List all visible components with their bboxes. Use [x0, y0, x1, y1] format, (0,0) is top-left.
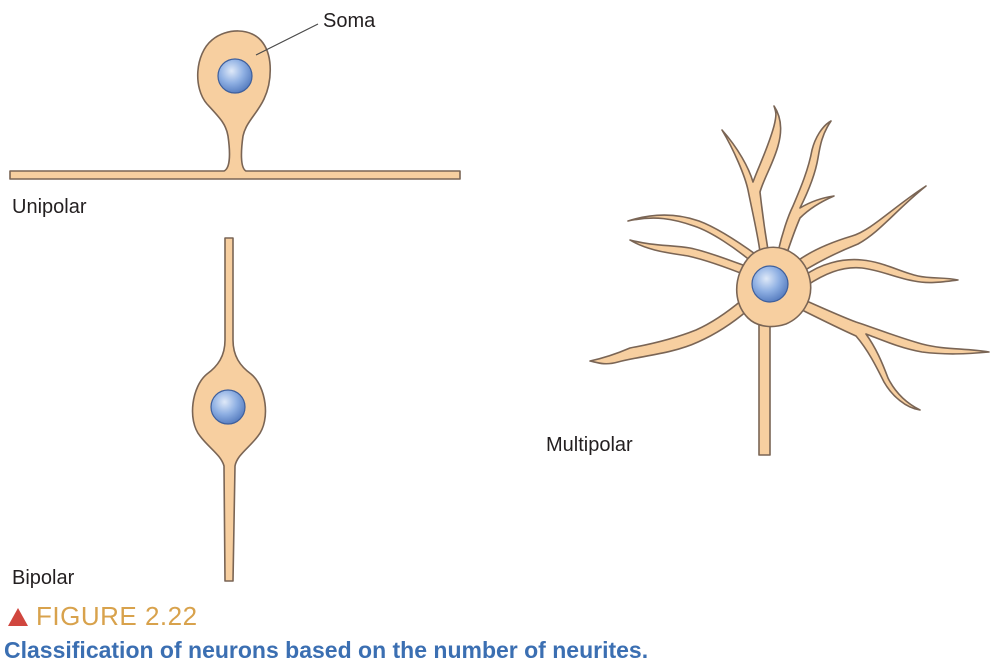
multipolar-neuron: [589, 105, 990, 456]
dendrite-upper-left: [627, 214, 759, 263]
unipolar-label: Unipolar: [12, 196, 87, 218]
dendrite-right-lower: [797, 297, 990, 411]
figure-number-text: FIGURE 2.22: [36, 600, 198, 631]
dendrite-right-upper: [795, 185, 927, 273]
dendrite-right: [803, 258, 959, 287]
unipolar-nucleus: [217, 58, 253, 94]
figure-number: FIGURE 2.22: [8, 601, 198, 631]
multipolar-label: Multipolar: [546, 434, 633, 456]
bipolar-nucleus: [210, 389, 246, 425]
unipolar-neuron: [9, 23, 461, 180]
dendrite-lower-left: [589, 299, 749, 365]
soma-pointer-line: [255, 23, 319, 56]
bipolar-label: Bipolar: [12, 567, 75, 589]
dendrite-top-right: [777, 120, 835, 257]
dendrite-top-left: [721, 105, 782, 253]
multipolar-nucleus: [751, 265, 789, 303]
soma-label: Soma: [323, 10, 376, 32]
multipolar-axon: [758, 319, 771, 456]
unipolar-soma: [9, 30, 461, 180]
dendrite-left: [629, 239, 753, 277]
triangle-marker-icon: [8, 608, 28, 626]
bipolar-neuron: [191, 237, 267, 582]
figure-caption: Classification of neurons based on the n…: [4, 637, 649, 663]
